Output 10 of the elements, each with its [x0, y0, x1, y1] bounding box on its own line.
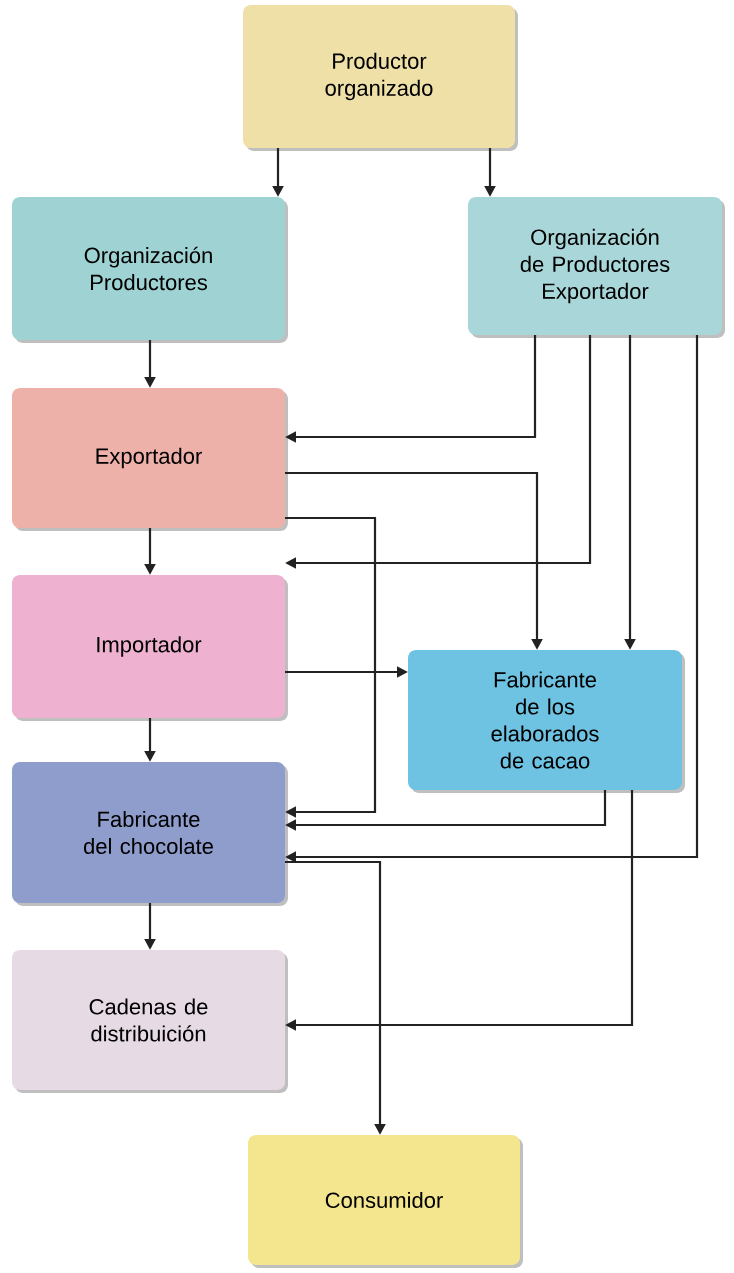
process-box: Consumidor: [248, 1135, 520, 1265]
process-box: Organización Productores: [12, 197, 285, 340]
process-box: Exportador: [12, 388, 285, 528]
process-box: Importador: [12, 575, 285, 718]
process-box: Productor organizado: [243, 5, 515, 148]
process-box: Cadenas de distribuición: [12, 950, 285, 1090]
process-box: Fabricante de los elaborados de cacao: [408, 650, 682, 790]
process-box: Fabricante del chocolate: [12, 762, 285, 903]
process-box: Organización de Productores Exportador: [468, 197, 722, 335]
arrow: [285, 516, 377, 818]
